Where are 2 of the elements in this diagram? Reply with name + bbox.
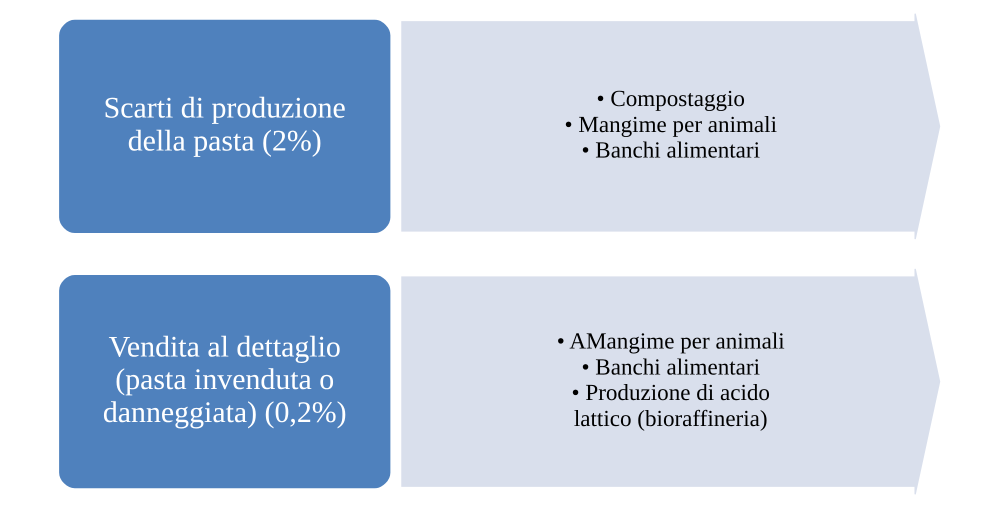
node-box: Vendita al dettaglio (pasta invenduta o danneggiata) (0,2%) <box>57 274 392 490</box>
node-box: Scarti di produzione della pasta (2%) <box>57 18 392 234</box>
